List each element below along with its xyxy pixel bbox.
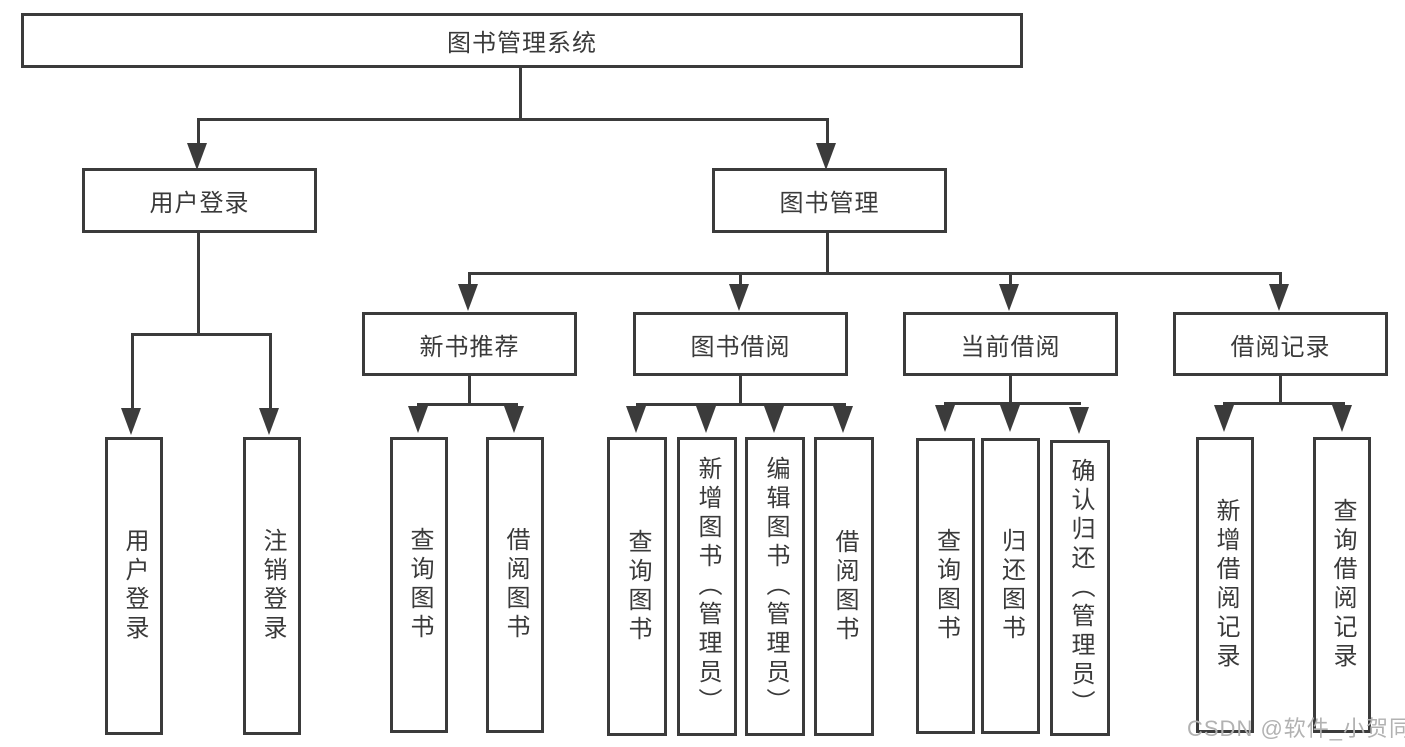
connector-new-book-stem	[468, 376, 471, 406]
node-book-management: 图书管理	[712, 168, 947, 233]
arrowhead-query-book-1	[408, 406, 428, 433]
arrowhead-new-book	[458, 284, 478, 311]
node-borrow-records: 借阅记录	[1173, 312, 1388, 376]
leaf-user-login: 用户登录	[105, 437, 163, 735]
leaf-query-book-2: 查询图书	[607, 437, 667, 736]
arrowhead-borrow-records	[1269, 284, 1289, 311]
connector-book-borrow-rail	[636, 403, 846, 406]
arrowhead-borrow-book-2	[833, 406, 853, 433]
connector-book-mgmt-stem	[826, 233, 829, 274]
arrowhead-leaf-user-login	[121, 408, 141, 435]
node-book-borrow: 图书借阅	[633, 312, 848, 376]
arrowhead-query-borrow-record	[1332, 405, 1352, 432]
arrowhead-current-borrow	[999, 284, 1019, 311]
connector-book-mgmt-drop	[826, 118, 829, 146]
arrowhead-user-login	[187, 143, 207, 170]
connector-book-mgmt-rail	[468, 272, 1282, 275]
leaf-query-book-1: 查询图书	[390, 437, 448, 733]
connector-borrow-records-rail	[1223, 402, 1345, 405]
connector-current-borrow-drop	[1009, 272, 1012, 286]
leaf-confirm-return-admin: 确认归还（管理员）	[1050, 440, 1110, 736]
node-root: 图书管理系统	[21, 13, 1023, 68]
connector-new-book-rail	[417, 403, 518, 406]
arrowhead-add-borrow-record	[1214, 405, 1234, 432]
connector-new-book-drop	[468, 272, 471, 286]
connector-current-borrow-stem	[1009, 375, 1012, 405]
node-current-borrow: 当前借阅	[903, 312, 1118, 376]
leaf-borrow-book-2: 借阅图书	[814, 437, 874, 736]
connector-user-login-rail	[131, 333, 272, 336]
arrowhead-return-book	[1000, 405, 1020, 432]
connector-leaf-logout-drop	[269, 333, 272, 409]
arrowhead-query-book-3	[935, 405, 955, 432]
leaf-borrow-book-1: 借阅图书	[486, 437, 544, 733]
connector-current-borrow-rail	[944, 402, 1081, 405]
leaf-return-book: 归还图书	[981, 438, 1040, 734]
leaf-add-book-admin: 新增图书（管理员）	[677, 437, 737, 736]
leaf-add-borrow-record: 新增借阅记录	[1196, 437, 1254, 733]
connector-borrow-records-drop	[1279, 272, 1282, 286]
connector-root-rail	[197, 118, 829, 121]
leaf-logout: 注销登录	[243, 437, 301, 735]
leaf-edit-book-admin: 编辑图书（管理员）	[745, 437, 805, 736]
leaf-query-book-3: 查询图书	[916, 438, 975, 734]
connector-user-login-stem	[197, 233, 200, 335]
arrowhead-edit-book	[764, 406, 784, 433]
csdn-watermark: CSDN @软件_小贺同学	[1187, 716, 1405, 741]
connector-book-borrow-drop	[739, 272, 742, 286]
arrowhead-book-mgmt	[816, 143, 836, 170]
connector-leaf-user-login-drop	[131, 333, 134, 409]
connector-user-login-drop	[197, 118, 200, 146]
connector-borrow-records-stem	[1279, 376, 1282, 405]
leaf-query-borrow-record: 查询借阅记录	[1313, 437, 1371, 733]
connector-root-stem	[519, 67, 522, 118]
arrowhead-confirm-return	[1069, 407, 1089, 434]
node-user-login: 用户登录	[82, 168, 317, 233]
arrowhead-borrow-book-1	[504, 406, 524, 433]
connector-book-borrow-stem	[739, 376, 742, 406]
arrowhead-book-borrow	[729, 284, 749, 311]
arrowhead-leaf-logout	[259, 408, 279, 435]
arrowhead-add-book	[696, 406, 716, 433]
node-new-book-recommend: 新书推荐	[362, 312, 577, 376]
arrowhead-query-book-2	[626, 406, 646, 433]
